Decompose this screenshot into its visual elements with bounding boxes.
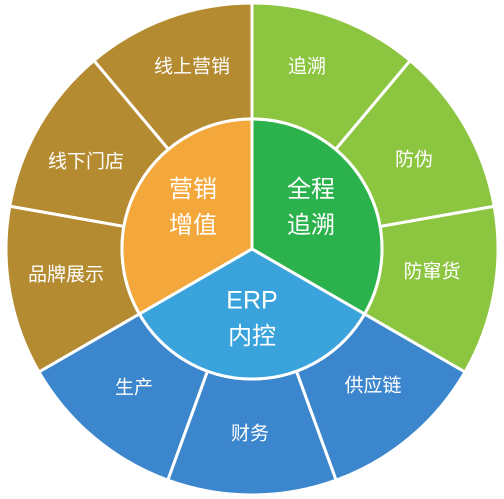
label-erp-line2: 内控 <box>228 322 276 350</box>
inner-sector-erp <box>137 247 367 381</box>
label-online-marketing: 线上营销 <box>154 56 230 78</box>
inner-sector-marketing <box>120 117 254 316</box>
label-brand-display: 品牌展示 <box>28 264 104 286</box>
label-finance: 财务 <box>231 423 269 445</box>
label-marketing-line1: 营销 <box>169 175 217 203</box>
inner-sector-full-trace <box>250 117 384 316</box>
label-supply-chain: 供应链 <box>344 375 401 397</box>
label-marketing-line2: 增值 <box>169 211 217 239</box>
label-production: 生产 <box>115 377 153 399</box>
label-erp-line1: ERP <box>226 287 277 315</box>
label-traceability: 追溯 <box>288 56 326 78</box>
label-anti-counterfeit: 防伪 <box>395 149 433 171</box>
label-trace-line1: 全程 <box>287 175 335 203</box>
label-anti-diversion: 防窜货 <box>403 261 460 283</box>
label-offline-store: 线下门店 <box>48 151 124 173</box>
label-trace-line2: 追溯 <box>287 211 335 239</box>
